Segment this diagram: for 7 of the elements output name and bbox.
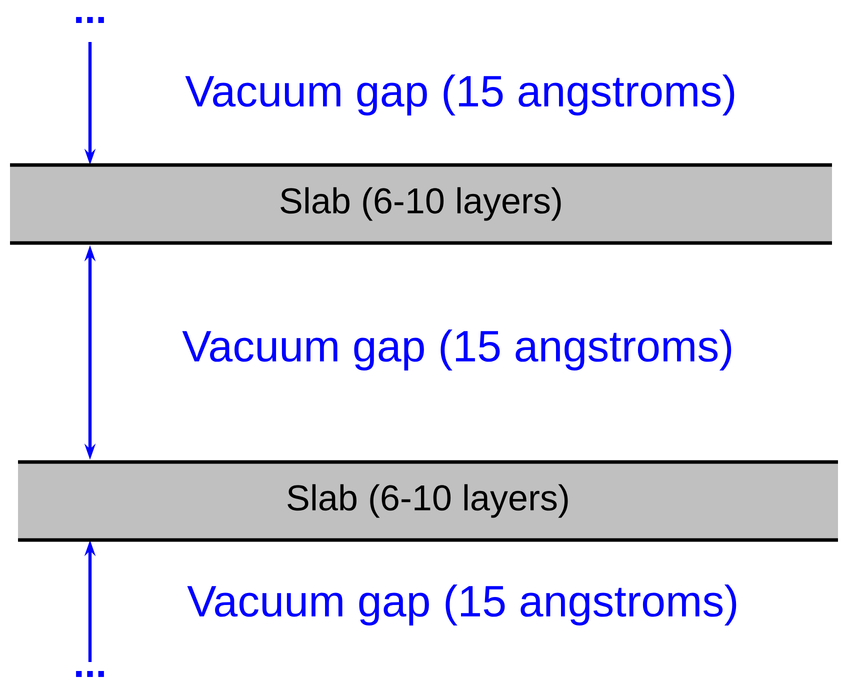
gap-label: Vacuum gap (15 angstroms) (182, 329, 732, 370)
gap-label: Vacuum gap (15 angstroms) (187, 584, 736, 626)
gap-label: Vacuum gap (15 angstroms) (185, 74, 734, 116)
slab-band: Slab (6-10 layers) (18, 460, 838, 542)
ellipsis-dots: ... (76, 17, 104, 23)
ellipsis-dots: ... (76, 671, 104, 677)
slab-band: Slab (6-10 layers) (10, 163, 832, 245)
